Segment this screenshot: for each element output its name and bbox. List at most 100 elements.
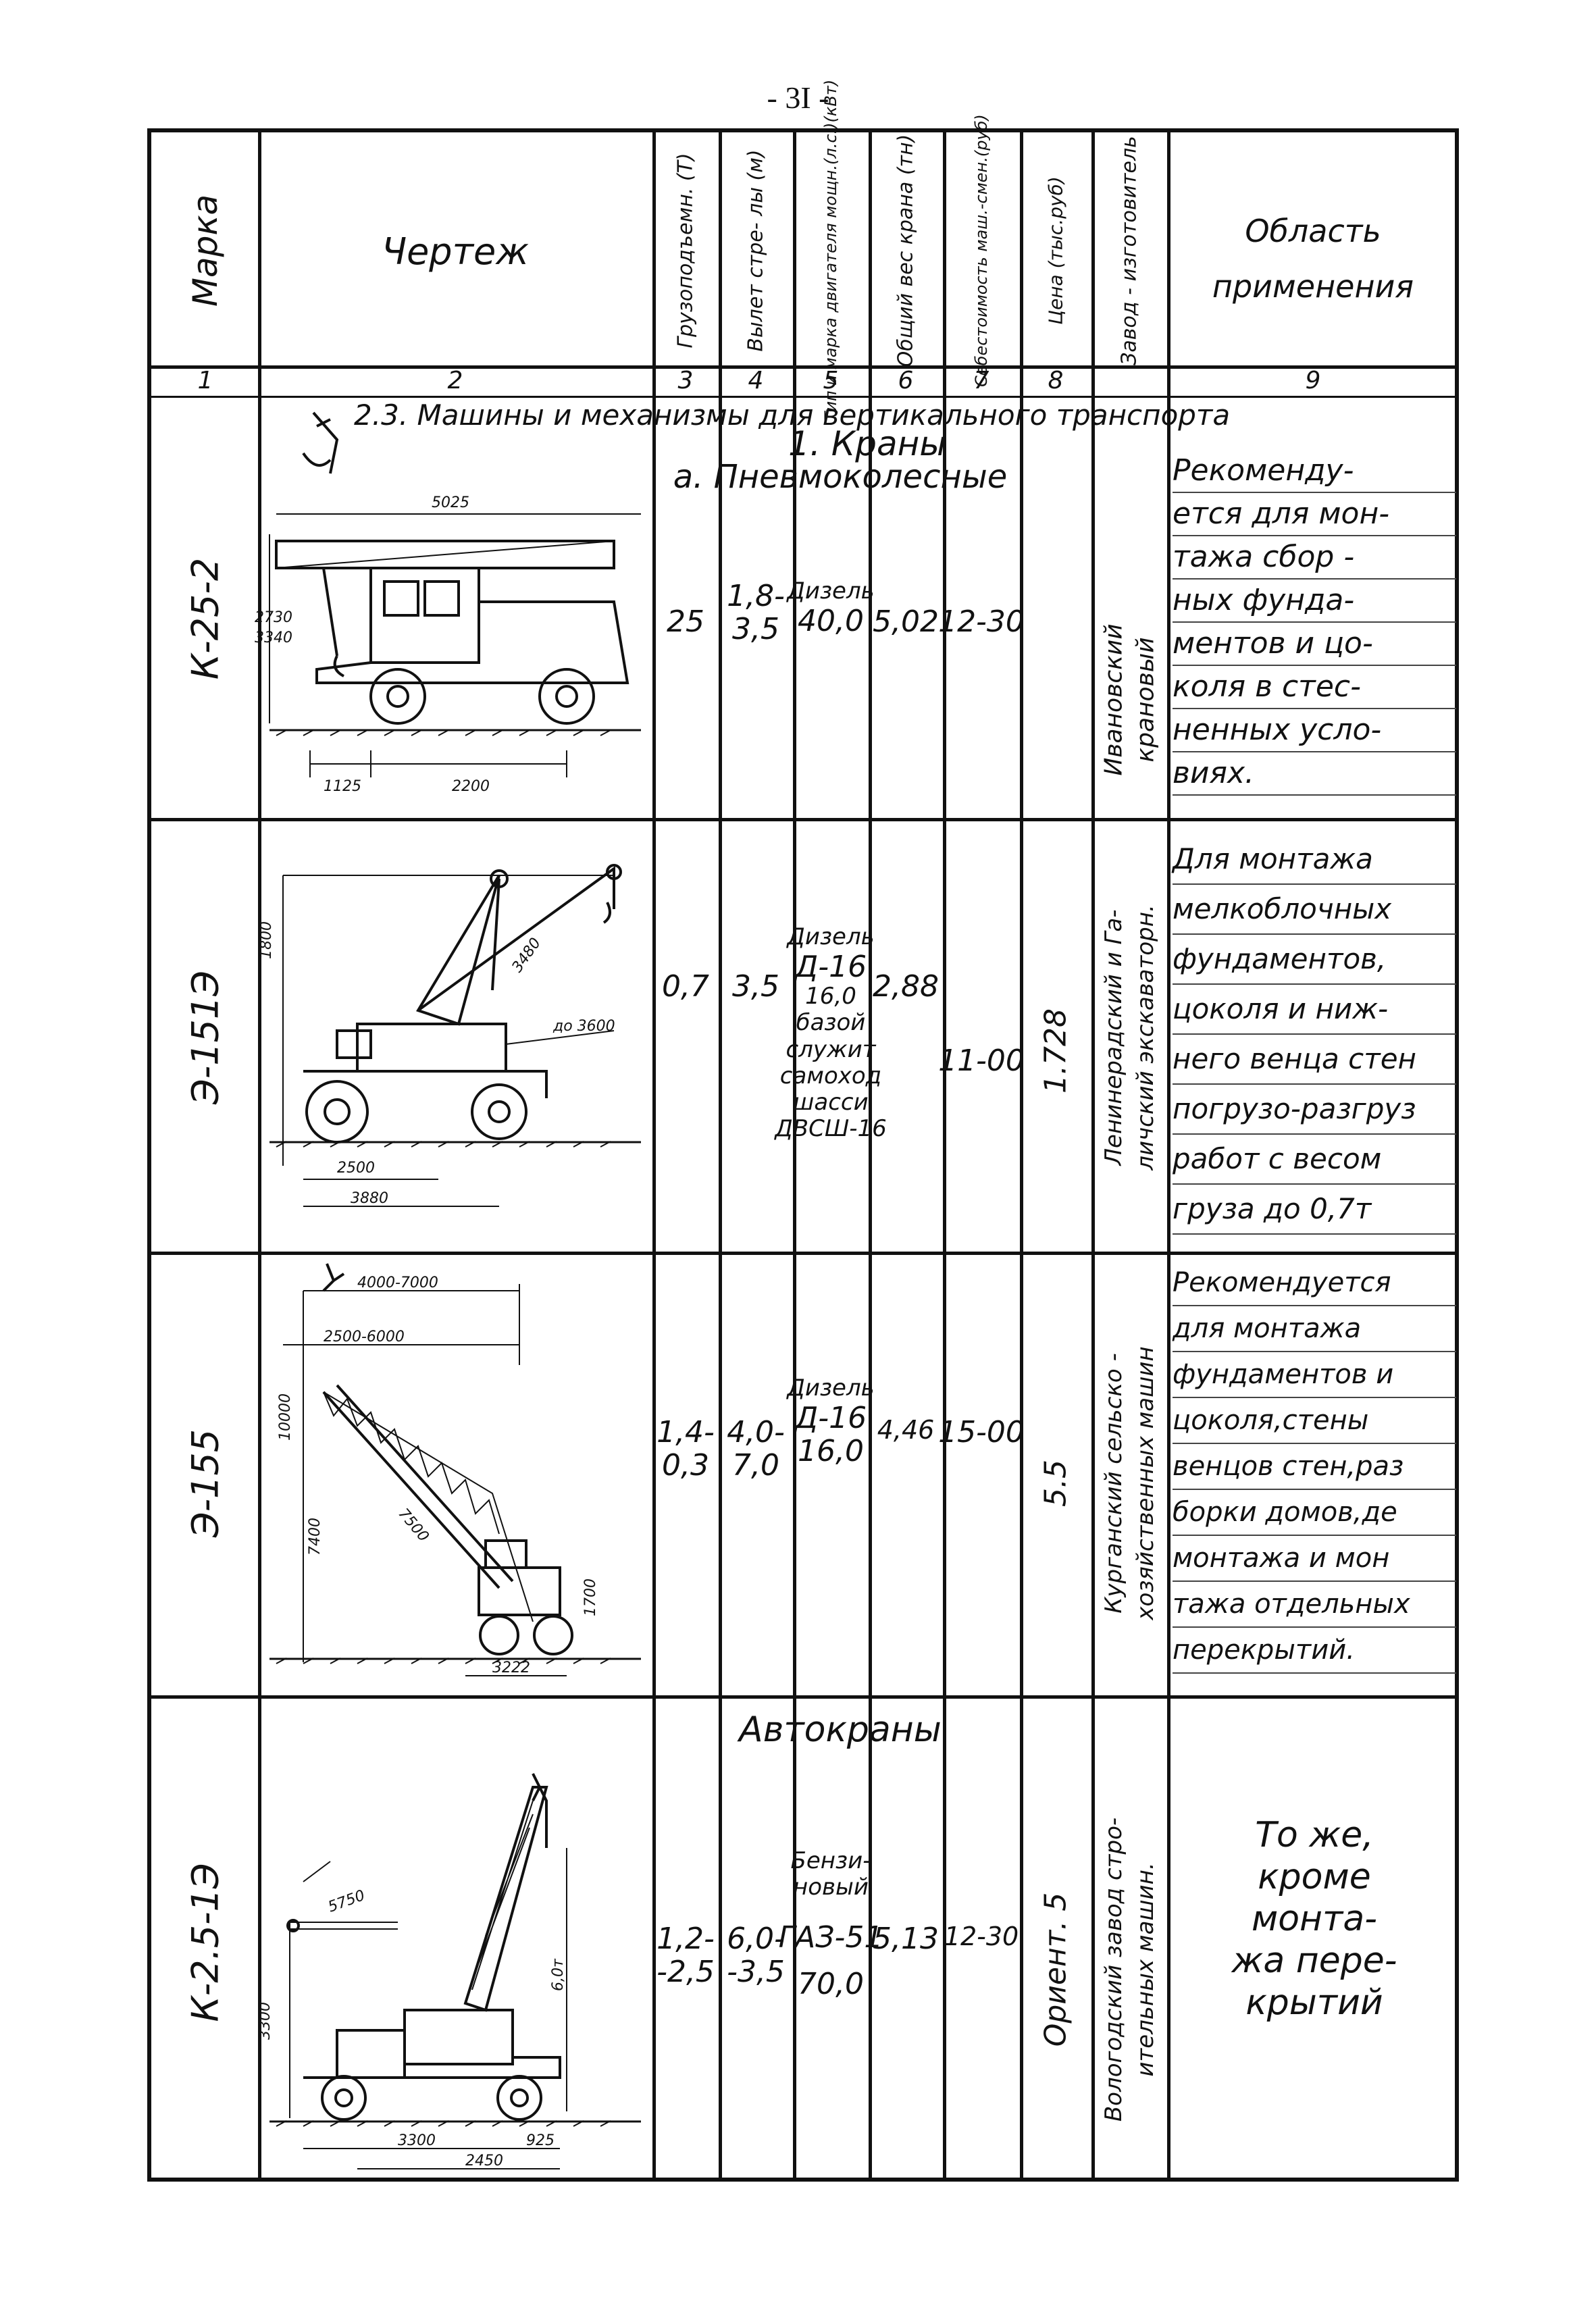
row-divider	[151, 818, 1455, 821]
header-reach: Вылет стре- лы (м)	[744, 149, 768, 352]
row4-engine-line: 70,0	[798, 1967, 864, 2002]
row2-mark: Э-151Э	[184, 971, 227, 1104]
col-number-8: 8	[1048, 367, 1064, 394]
header-mark: Марка	[186, 194, 225, 307]
row4-price: Ориент. 5	[1038, 1892, 1073, 2047]
dim-label: 5025	[432, 494, 469, 511]
machine-table: Марка Чертеж Грузоподъемн. (Т) Вылет стр…	[147, 80, 1459, 2182]
dim-label: 2730	[255, 609, 292, 626]
row1-app-line: ется для мон-	[1173, 493, 1456, 536]
col-divider	[1091, 132, 1095, 2178]
row3-maker-1: Курганский сельско -	[1100, 1353, 1127, 1614]
col-divider	[652, 132, 656, 2178]
crane-drawing-k25-2: 5025 2730 3340 1125 2200	[255, 411, 641, 795]
row3-app-line: перекрытий.	[1173, 1628, 1456, 1674]
row4-app-line: То же,	[1255, 1815, 1374, 1855]
dim-label: 1125	[324, 778, 361, 795]
col-divider	[258, 132, 261, 2178]
subsection-title: 1. Краны	[788, 424, 946, 463]
page-number: - 3I -	[767, 80, 829, 115]
row1-app-line: ных фунда-	[1173, 580, 1456, 623]
row2-engine-line: Д-16	[794, 950, 867, 985]
row2-engine-line: самоход	[779, 1062, 882, 1089]
column-number-divider	[151, 396, 1455, 398]
row2-engine-line: Дизель	[787, 923, 875, 950]
col-number-9: 9	[1305, 367, 1321, 394]
col-divider	[1167, 132, 1170, 2178]
row3-capacity-1: 1,4-	[657, 1415, 715, 1449]
row4-capacity-1: 1,2-	[657, 1922, 715, 1956]
dim-label: 3340	[255, 629, 292, 646]
dim-label: 3300	[398, 2132, 436, 2149]
row4-app-line: крытий	[1245, 1982, 1383, 2023]
row1-engine-2: 40,0	[798, 604, 864, 639]
row2-app-line: погрузо-разгруз	[1173, 1085, 1456, 1135]
row2-app-line: него венца стен	[1173, 1035, 1456, 1085]
row3-app-line: цоколя,стены	[1173, 1398, 1456, 1444]
row3-weight: 4,46	[877, 1415, 935, 1445]
dim-label: 925	[526, 2132, 555, 2149]
row1-app-line: тажа сбор -	[1173, 536, 1456, 580]
row4-app-line: кроме	[1258, 1857, 1371, 1897]
col-number-5: 5	[823, 367, 839, 394]
row1-engine-1: Дизель	[787, 577, 875, 605]
row-divider	[151, 1695, 1455, 1699]
header-maker: Завод - изготовитель	[1117, 136, 1141, 365]
row4-engine-line: новый	[792, 1874, 869, 1901]
row2-engine-line: 16,0	[805, 983, 856, 1010]
row3-app-line: венцов стен,раз	[1173, 1444, 1456, 1490]
row3-mark: Э-155	[184, 1429, 227, 1538]
crane-drawing-e151e: 3480 до 3600 2500 3880 1800	[258, 864, 641, 1207]
dim-label: 3880	[351, 1190, 388, 1207]
row4-reach-2: -3,5	[727, 1955, 785, 1990]
dim-label: 1700	[582, 1578, 599, 1616]
row2-app-line: Для монтажа	[1173, 835, 1456, 885]
section-title: 2.3. Машины и механизмы для вертикальног…	[354, 398, 1231, 432]
row3-reach-1: 4,0-	[727, 1415, 785, 1449]
row2-maker-2: личский экскаваторн.	[1132, 904, 1159, 1171]
row1-weight: 5,02	[873, 605, 939, 639]
header-price: Цена (тыс.руб)	[1044, 176, 1067, 325]
col-divider	[943, 132, 946, 2178]
dim-label: 2450	[465, 2153, 503, 2169]
row2-capacity: 0,7	[662, 969, 709, 1004]
row2-app-line: работ с весом	[1173, 1135, 1456, 1185]
row4-cost: 12-30	[944, 1922, 1019, 1951]
row1-app-line: ненных усло-	[1173, 709, 1456, 752]
row2-price: 1.728	[1038, 1008, 1073, 1094]
row3-app-line: борки домов,де	[1173, 1490, 1456, 1536]
row1-reach-2: 3,5	[732, 612, 779, 647]
col-number-2: 2	[447, 367, 463, 394]
row3-price: 5.5	[1038, 1460, 1073, 1507]
col-divider	[869, 132, 872, 2178]
header-application: Область применения	[1212, 213, 1414, 305]
dim-label: 2500	[337, 1160, 375, 1177]
row1-cost: 12-30	[938, 605, 1025, 639]
row2-app-line: груза до 0,7т	[1173, 1185, 1456, 1235]
dim-label: 7500	[394, 1506, 432, 1545]
col-number-7: 7	[973, 367, 989, 394]
dim-label: 4000-7000	[357, 1275, 438, 1291]
row1-capacity: 25	[667, 605, 704, 639]
col-number-6: 6	[898, 367, 914, 394]
row4-mark: К-2.5-1Э	[184, 1863, 227, 2022]
dim-label: 5750	[326, 1887, 367, 1916]
row1-maker-2: крановый	[1131, 637, 1160, 763]
row4-app-line: монта-	[1252, 1899, 1377, 1939]
row4-engine-line: ГАЗ-51	[778, 1920, 883, 1955]
row2-weight: 2,88	[873, 969, 939, 1004]
col-number-3: 3	[677, 367, 694, 394]
row-divider	[151, 1252, 1455, 1255]
row3-cost: 15-00	[938, 1415, 1025, 1449]
row2-engine-line: базой	[796, 1009, 866, 1037]
row3-reach-2: 7,0	[732, 1448, 779, 1483]
dim-label: 2500-6000	[324, 1329, 405, 1345]
row3-engine-line: Дизель	[787, 1374, 875, 1402]
row4-maker-1: Вологодский завод стро-	[1100, 1817, 1127, 2122]
row3-engine-line: Д-16	[794, 1401, 867, 1436]
dim-label: 7400	[307, 1518, 324, 1555]
row2-maker-1: Ленинерадский и Га-	[1100, 909, 1127, 1166]
header-capacity: Грузоподъемн. (Т)	[673, 153, 698, 349]
row1-mark: К-25-2	[184, 557, 227, 680]
row2-app-line: фундаментов,	[1173, 935, 1456, 985]
